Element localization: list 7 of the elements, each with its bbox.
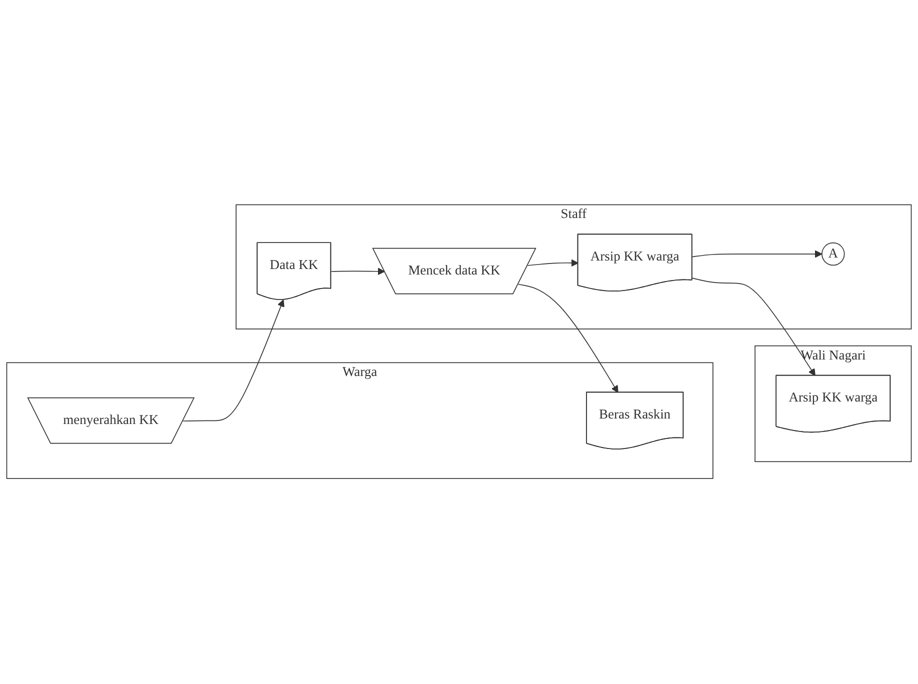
node-circle: A: [822, 242, 845, 266]
arrow: [330, 268, 385, 276]
arrow: [692, 278, 816, 376]
arrow: [527, 260, 578, 268]
arrow: [182, 300, 284, 422]
arrow: [518, 284, 618, 394]
arrow: [692, 250, 822, 258]
